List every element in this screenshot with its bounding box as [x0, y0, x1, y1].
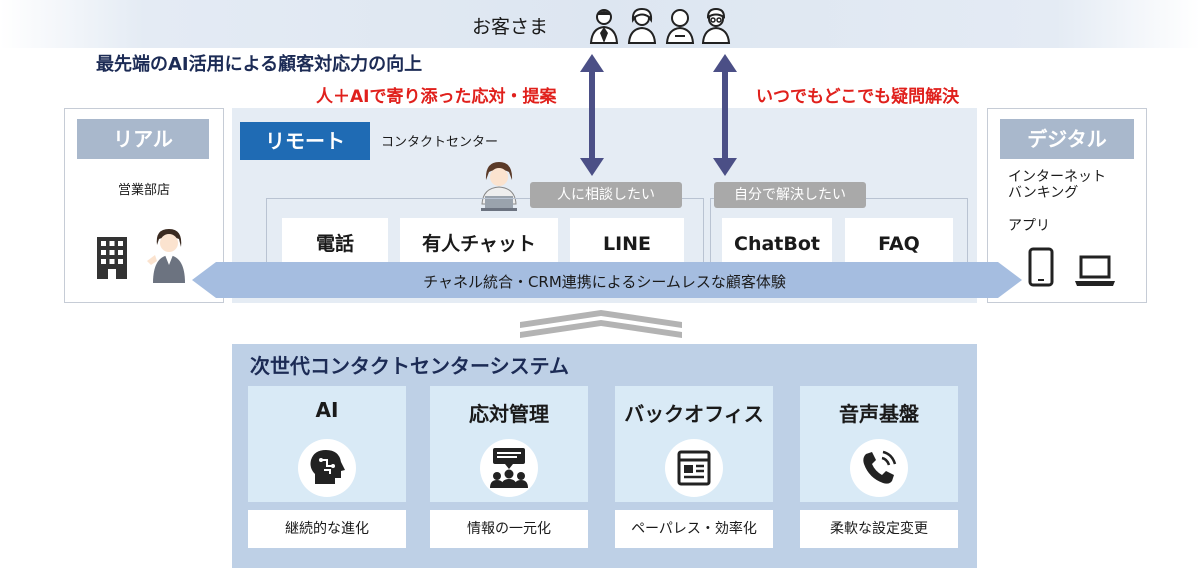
card-interaction-management: 応対管理 — [430, 386, 588, 502]
card-interaction-title: 応対管理 — [469, 402, 549, 426]
group-chat-icon — [480, 439, 538, 497]
remote-header: リモート — [240, 122, 370, 160]
customer-man-icon — [589, 9, 619, 44]
customers-label: お客さま — [472, 16, 549, 38]
customer-woman-icon — [627, 7, 657, 44]
card-ai-benefit: 継続的な進化 — [248, 510, 406, 548]
channel-phone: 電話 — [282, 218, 388, 270]
card-voice-platform: 音声基盤 — [800, 386, 958, 502]
channel-line: LINE — [570, 218, 684, 270]
staff-woman-icon — [147, 229, 185, 283]
card-back-office-title: バックオフィス — [624, 402, 764, 426]
double-arrow-right-icon — [713, 54, 737, 176]
channel-faq: FAQ — [845, 218, 953, 270]
contact-center-label: コンタクトセンター — [381, 135, 499, 150]
channel-chatbot: ChatBot — [722, 218, 832, 270]
card-ai: AI — [248, 386, 406, 502]
card-back-office: バックオフィス — [615, 386, 773, 502]
double-arrow-left-icon — [580, 54, 604, 176]
seamless-experience-arrow — [192, 262, 1022, 298]
building-icon — [97, 237, 127, 279]
upward-chevron-icon — [520, 310, 682, 338]
consult-person-tag: 人に相談したい — [530, 182, 682, 208]
internet-label: インターネット — [1008, 169, 1106, 185]
branch-label: 営業部店 — [117, 183, 170, 198]
smartphone-icon — [1028, 247, 1054, 287]
card-interaction-benefit: 情報の一元化 — [430, 510, 588, 548]
internet-banking-label: インターネット バンキング — [1008, 169, 1106, 201]
banking-label: バンキング — [1008, 185, 1079, 201]
card-ai-title: AI — [315, 398, 339, 422]
human-ai-support-caption: 人＋AIで寄り添った応対・提案 — [316, 87, 557, 107]
ai-head-icon — [298, 439, 356, 497]
customer-elder-woman-icon — [701, 7, 731, 44]
card-voice-benefit: 柔軟な設定変更 — [800, 510, 958, 548]
laptop-icon — [1075, 255, 1115, 286]
digital-channel-box: デジタル インターネット バンキング アプリ — [987, 108, 1147, 303]
phone-icon — [850, 439, 908, 497]
digital-header: デジタル — [1000, 119, 1134, 159]
channel-live-chat: 有人チャット — [400, 218, 558, 270]
document-icon — [665, 439, 723, 497]
app-label: アプリ — [1008, 218, 1050, 234]
system-title: 次世代コンタクトセンターシステム — [250, 354, 569, 378]
real-channel-box: リアル 営業部店 — [64, 108, 224, 303]
self-service-caption: いつでもどこでも疑問解決 — [756, 87, 960, 107]
headline: 最先端のAI活用による顧客対応力の向上 — [96, 54, 423, 75]
card-voice-title: 音声基盤 — [839, 402, 919, 426]
seamless-experience-label: チャネル統合・CRM連携によるシームレスな顧客体験 — [423, 273, 786, 291]
card-back-office-benefit: ペーパレス・効率化 — [615, 510, 773, 548]
customer-elder-man-icon — [665, 9, 695, 44]
real-header: リアル — [77, 119, 209, 159]
self-solve-tag: 自分で解決したい — [714, 182, 866, 208]
operator-icon — [481, 162, 517, 211]
